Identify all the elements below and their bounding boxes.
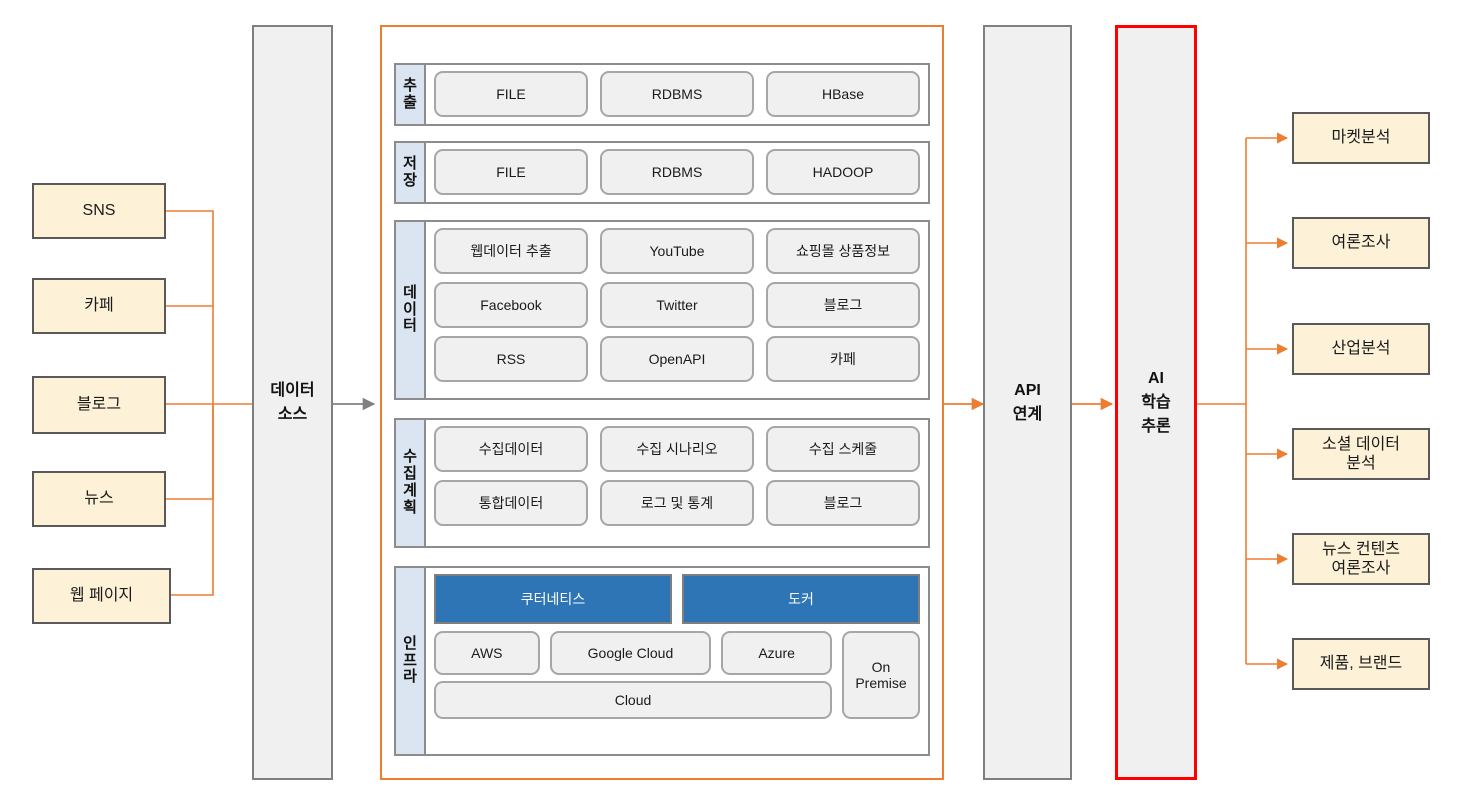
output-box-social-data-analysis[interactable]: 소셜 데이터 분석 (1292, 428, 1430, 480)
layer-data-body: 웹데이터 추출 YouTube 쇼핑몰 상품정보 Facebook Twitte… (426, 222, 928, 398)
chip-collect-scenario[interactable]: 수집 시나리오 (600, 426, 754, 472)
chip-row: FILE RDBMS HBase (434, 71, 920, 117)
pillar-data-source[interactable]: 데이터 소스 (252, 25, 333, 780)
source-box-news[interactable]: 뉴스 (32, 471, 166, 527)
chip-docker[interactable]: 도커 (682, 574, 920, 624)
infra-cloud-vendors: AWS Google Cloud Azure (434, 631, 832, 675)
output-box-news-content-poll[interactable]: 뉴스 컨텐츠 여론조사 (1292, 533, 1430, 585)
layer-data-label: 데이터 (396, 222, 426, 398)
output-box-industry-analysis[interactable]: 산업분석 (1292, 323, 1430, 375)
source-box-cafe[interactable]: 카페 (32, 278, 166, 334)
infra-cloud-group: AWS Google Cloud Azure Cloud (434, 631, 832, 719)
chip-collect-data[interactable]: 수집데이터 (434, 426, 588, 472)
chip-file[interactable]: FILE (434, 71, 588, 117)
chip-azure[interactable]: Azure (721, 631, 832, 675)
infra-platform-row: 쿠터네티스 도커 (434, 574, 920, 624)
layer-extract-label-text: 추출 (403, 76, 417, 111)
layer-collection-plan-label-text: 수집계획 (403, 448, 417, 516)
layer-store-label-text: 저장 (403, 154, 417, 189)
chip-collect-schedule[interactable]: 수집 스케줄 (766, 426, 920, 472)
layer-extract: 추출 FILE RDBMS HBase (394, 63, 930, 126)
chip-row: 수집데이터 수집 시나리오 수집 스케줄 (434, 426, 920, 472)
layer-data: 데이터 웹데이터 추출 YouTube 쇼핑몰 상품정보 Facebook Tw… (394, 220, 930, 400)
pillar-ai[interactable]: AI 학습 추론 (1115, 25, 1197, 780)
layer-store-body: FILE RDBMS HADOOP (426, 143, 928, 202)
chip-twitter[interactable]: Twitter (600, 282, 754, 328)
chip-openapi[interactable]: OpenAPI (600, 336, 754, 382)
chip-facebook[interactable]: Facebook (434, 282, 588, 328)
layer-infra-label-text: 인프라 (403, 634, 417, 686)
layer-collection-plan-body: 수집데이터 수집 시나리오 수집 스케줄 통합데이터 로그 및 통계 블로그 (426, 420, 928, 546)
layer-extract-label: 추출 (396, 65, 426, 124)
chip-integrated-data[interactable]: 통합데이터 (434, 480, 588, 526)
infra-cloud-wrapper: Cloud (434, 681, 832, 719)
layer-infra: 인프라 쿠터네티스 도커 AWS Google Cloud Azure (394, 566, 930, 756)
source-box-blog[interactable]: 블로그 (32, 376, 166, 434)
chip-kubernetes[interactable]: 쿠터네티스 (434, 574, 672, 624)
chip-google-cloud[interactable]: Google Cloud (549, 631, 712, 675)
output-box-market-analysis[interactable]: 마켓분석 (1292, 112, 1430, 164)
layer-data-label-text: 데이터 (403, 283, 417, 335)
source-box-webpage[interactable]: 웹 페이지 (32, 568, 171, 624)
chip-blog-plan[interactable]: 블로그 (766, 480, 920, 526)
chip-log-stats[interactable]: 로그 및 통계 (600, 480, 754, 526)
chip-cloud[interactable]: Cloud (434, 681, 832, 719)
chip-row: Facebook Twitter 블로그 (434, 282, 920, 328)
chip-on-premise[interactable]: On Premise (842, 631, 920, 719)
layer-infra-label: 인프라 (396, 568, 426, 754)
output-box-opinion-poll[interactable]: 여론조사 (1292, 217, 1430, 269)
chip-row: 웹데이터 추출 YouTube 쇼핑몰 상품정보 (434, 228, 920, 274)
layer-collection-plan-label: 수집계획 (396, 420, 426, 546)
chip-row: RSS OpenAPI 카페 (434, 336, 920, 382)
layer-infra-body: 쿠터네티스 도커 AWS Google Cloud Azure Cloud (426, 568, 928, 754)
chip-web-data-extract[interactable]: 웹데이터 추출 (434, 228, 588, 274)
layer-store-label: 저장 (396, 143, 426, 202)
chip-youtube[interactable]: YouTube (600, 228, 754, 274)
chip-cafe[interactable]: 카페 (766, 336, 920, 382)
chip-blog[interactable]: 블로그 (766, 282, 920, 328)
chip-row: 통합데이터 로그 및 통계 블로그 (434, 480, 920, 526)
chip-rdbms-store[interactable]: RDBMS (600, 149, 754, 195)
chip-shopping-mall[interactable]: 쇼핑몰 상품정보 (766, 228, 920, 274)
chip-hbase[interactable]: HBase (766, 71, 920, 117)
pillar-api[interactable]: API 연계 (983, 25, 1072, 780)
chip-row: FILE RDBMS HADOOP (434, 149, 920, 195)
layer-extract-body: FILE RDBMS HBase (426, 65, 928, 124)
chip-aws[interactable]: AWS (434, 631, 540, 675)
chip-rss[interactable]: RSS (434, 336, 588, 382)
chip-file-store[interactable]: FILE (434, 149, 588, 195)
layer-store: 저장 FILE RDBMS HADOOP (394, 141, 930, 204)
layer-collection-plan: 수집계획 수집데이터 수집 시나리오 수집 스케줄 통합데이터 로그 및 통계 … (394, 418, 930, 548)
source-box-sns[interactable]: SNS (32, 183, 166, 239)
platform-frame: 추출 FILE RDBMS HBase 저장 FILE RDBMS HADOOP (380, 25, 944, 780)
infra-cloud-row: AWS Google Cloud Azure Cloud On Premise (434, 631, 920, 719)
chip-rdbms[interactable]: RDBMS (600, 71, 754, 117)
chip-hadoop[interactable]: HADOOP (766, 149, 920, 195)
output-box-product-brand[interactable]: 제품, 브랜드 (1292, 638, 1430, 690)
